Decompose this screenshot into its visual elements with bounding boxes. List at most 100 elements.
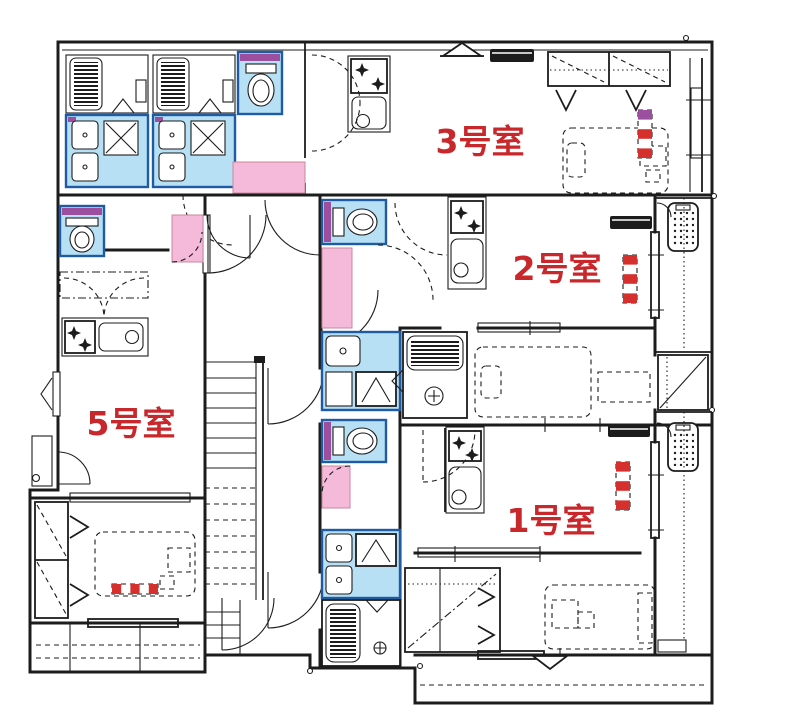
sink-icon [158,120,186,150]
toilet-room1 [320,418,388,464]
corridor-top [202,199,379,347]
door-arc [221,597,275,651]
closet-door-arrow-icon [69,583,90,607]
room1: 1号室 [404,425,705,686]
toilet-room2 [320,198,388,246]
scale-bar [622,254,638,304]
toilet-room5 [58,204,106,258]
door-arc [656,202,672,218]
bath-unit-a [65,54,149,114]
bed-room1 [544,584,656,650]
balcony-fixture [657,639,687,653]
door-arc [377,244,434,301]
scale-bar [615,461,631,511]
bed-room2 [474,346,651,418]
kitchen-room2 [447,196,487,290]
bath-door-icon [365,599,389,613]
hallway-pink [321,465,351,509]
door-arc [206,214,251,259]
kitchen-sink-icon [448,466,482,510]
room3-label: 3号室 [436,122,525,161]
balcony-closet [657,354,709,411]
bath-door-icon [391,369,404,393]
drain-icon [424,386,444,406]
door-arc [264,199,321,256]
door-arc [321,465,351,495]
closet-door-arrow-icon [555,89,577,113]
balcony-right [648,196,712,657]
window-wall [69,492,191,503]
stove-icon [450,200,484,234]
room2: 2号室 [377,196,652,418]
door-arc [422,429,476,483]
door-arc [57,451,91,485]
closet-door-arrow-icon [625,89,647,113]
window-wall [650,231,660,319]
sink-icon [71,152,99,182]
stove-icon [448,430,482,462]
window-wall [417,547,541,558]
bathroom-room2 [391,331,468,419]
washroom-a [64,113,150,189]
closet-door-arrow-icon [477,587,496,607]
window-left [40,371,61,417]
door-arc [63,277,105,319]
entry-area-pink [232,161,306,194]
door-arc [656,422,672,438]
bed-room3 [562,127,669,194]
toilet-tank-icon [65,217,99,227]
room5: 5号室 [31,271,200,672]
scale-bar [637,109,653,159]
door-arc [394,202,448,256]
stairs [205,356,265,655]
storage-outline [59,271,149,299]
window-wall [650,441,660,539]
room3-window-column [686,58,712,192]
door-arc [207,214,267,274]
washroom-b [151,113,237,189]
door-arc [267,367,325,425]
sink-icon [158,152,186,182]
kitchen-sink-icon [98,322,144,352]
washing-machine-icon [667,202,699,252]
ac-unit-icon [608,425,650,437]
window-wall [477,322,561,333]
closet-door-arrow-icon [477,625,496,645]
vent-icon [530,655,570,671]
window-bottom [477,650,545,660]
toilet-tank-icon [332,426,345,456]
balcony-bottom-left [36,623,200,672]
closet-room1 [404,567,501,653]
window-bottom [87,618,179,628]
cabinet-icon [325,371,353,407]
stove-icon [64,320,96,354]
sink-icon [325,565,353,595]
room2-label: 2号室 [513,249,602,288]
bath-door-icon [198,98,222,114]
closet-door-arrow-icon [69,515,90,539]
door-frame [202,214,211,274]
washing-machine-icon [667,422,699,472]
kitchen-sink-icon [450,238,484,284]
stove-icon [350,58,388,94]
room3: 3号室 [436,41,712,194]
kitchen-room1 [445,426,485,514]
washroom-room1 [320,528,402,600]
door-arc [267,571,325,629]
door-arc [311,54,361,104]
sink-icon [325,533,353,563]
bed-room5 [94,531,196,597]
entry-door [31,435,91,487]
toilet-tank-icon [245,63,277,74]
sink-icon [325,335,361,367]
room5-label: 5号室 [87,404,176,443]
hallway-pink [321,247,353,329]
door-arc [311,102,361,152]
door-arc [103,277,145,319]
bathroom-room1 [321,599,401,667]
corridor-lower-doors [221,367,325,651]
kitchen-room5 [61,317,149,357]
bath-unit-b [152,54,236,114]
